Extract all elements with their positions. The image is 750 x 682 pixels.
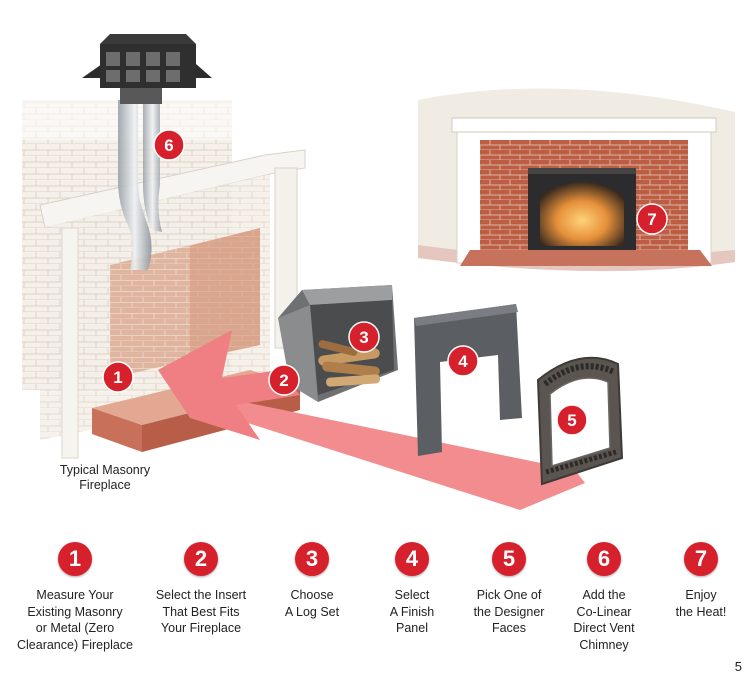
vent-pipe-inner — [143, 100, 162, 232]
step-number-badge: 1 — [58, 542, 92, 576]
step-label: Select A Finish Panel — [389, 588, 435, 635]
step-label: Select the Insert That Best Fits Your Fi… — [155, 588, 247, 635]
step-4: 4 Select A Finish Panel — [352, 542, 472, 637]
callout-2: 2 — [268, 364, 300, 396]
step-label: Choose A Log Set — [284, 588, 340, 619]
step-2: 2 Select the Insert That Best Fits Your … — [141, 542, 261, 637]
step-1: 1 Measure Your Existing Masonry or Metal… — [15, 542, 135, 653]
arrow-head — [158, 330, 300, 440]
step-label: Pick One of the Designer Faces — [473, 588, 545, 635]
step-number-badge: 3 — [295, 542, 329, 576]
svg-text:4: 4 — [458, 352, 468, 371]
step-number-badge: 6 — [587, 542, 621, 576]
svg-text:6: 6 — [164, 136, 173, 155]
callout-1: 1 — [102, 361, 134, 393]
step-6: 6 Add the Co-Linear Direct Vent Chimney — [544, 542, 664, 653]
step-number-badge: 7 — [684, 542, 718, 576]
svg-text:3: 3 — [359, 328, 368, 347]
step-number-badge: 2 — [184, 542, 218, 576]
svg-text:1: 1 — [113, 368, 122, 387]
callout-6: 6 — [153, 129, 185, 161]
finish-panel — [414, 304, 522, 456]
svg-text:7: 7 — [647, 210, 656, 229]
masonry-fireplace-label: Typical Masonry Fireplace — [59, 463, 151, 492]
step-label: Measure Your Existing Masonry or Metal (… — [16, 588, 134, 652]
svg-text:5: 5 — [567, 411, 576, 430]
callout-5: 5 — [556, 404, 588, 436]
finished-fireplace-room — [418, 88, 735, 272]
step-number-badge: 5 — [492, 542, 526, 576]
step-number-badge: 4 — [395, 542, 429, 576]
page-number: 5 — [734, 659, 742, 674]
fireplace-insert — [278, 285, 398, 402]
step-label: Add the Co-Linear Direct Vent Chimney — [573, 588, 635, 652]
step-3: 3 Choose A Log Set — [252, 542, 372, 620]
step-5: 5 Pick One of the Designer Faces — [449, 542, 569, 637]
svg-text:2: 2 — [279, 371, 288, 390]
callout-3: 3 — [348, 321, 380, 353]
step-7: 7 Enjoy the Heat! — [641, 542, 750, 620]
chimney-cap — [82, 34, 212, 104]
step-label: Enjoy the Heat! — [675, 588, 727, 619]
callout-7: 7 — [636, 203, 668, 235]
callout-4: 4 — [447, 345, 479, 377]
installation-path-arrow — [158, 330, 585, 510]
vent-pipe — [118, 100, 152, 270]
